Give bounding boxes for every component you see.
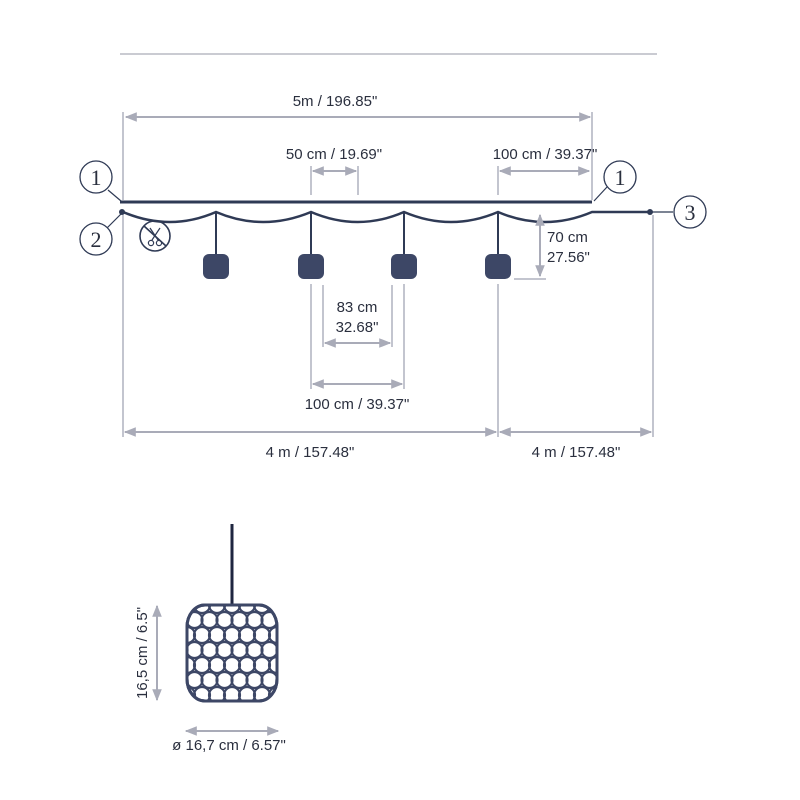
dim-top-spacing-right-label: 100 cm / 39.37" (493, 146, 598, 163)
svg-text:3: 3 (685, 200, 696, 225)
dim-lamp-diameter-label: ø 16,7 cm / 6.57" (172, 737, 286, 754)
pendant (203, 212, 229, 279)
cable-end-point (647, 209, 653, 215)
callout-2: 2 (79, 213, 122, 256)
no-cut-scissors-icon (139, 220, 171, 252)
pendant (298, 212, 324, 279)
svg-text:1: 1 (615, 165, 626, 190)
dim-gap-in: 32.68" (336, 319, 379, 336)
dim-total-length-label: 5m / 196.85" (293, 93, 378, 110)
svg-text:2: 2 (91, 227, 102, 252)
pendant (485, 212, 511, 279)
dim-gap-cm: 83 cm (337, 299, 378, 316)
dim-lamp-height-label: 16,5 cm / 6.5" (134, 607, 151, 699)
dim-drop-height-cm: 70 cm (547, 229, 588, 246)
callout-1-right: 1 (593, 160, 637, 202)
pendant (391, 212, 417, 279)
dim-lead-left-label: 4 m / 157.48" (266, 444, 355, 461)
dim-lead-right-label: 4 m / 157.48" (532, 444, 621, 461)
lamp-detail-illustration (185, 524, 279, 703)
dim-top-spacing-left-label: 50 cm / 19.69" (286, 146, 382, 163)
dim-pendant-spacing-label: 100 cm / 39.37" (305, 396, 410, 413)
svg-text:1: 1 (91, 165, 102, 190)
cable-start-point (119, 209, 125, 215)
dim-drop-height-in: 27.56" (547, 249, 590, 266)
power-cable (122, 210, 650, 224)
callout-1-left: 1 (79, 160, 122, 202)
callout-3: 3 (652, 195, 707, 229)
